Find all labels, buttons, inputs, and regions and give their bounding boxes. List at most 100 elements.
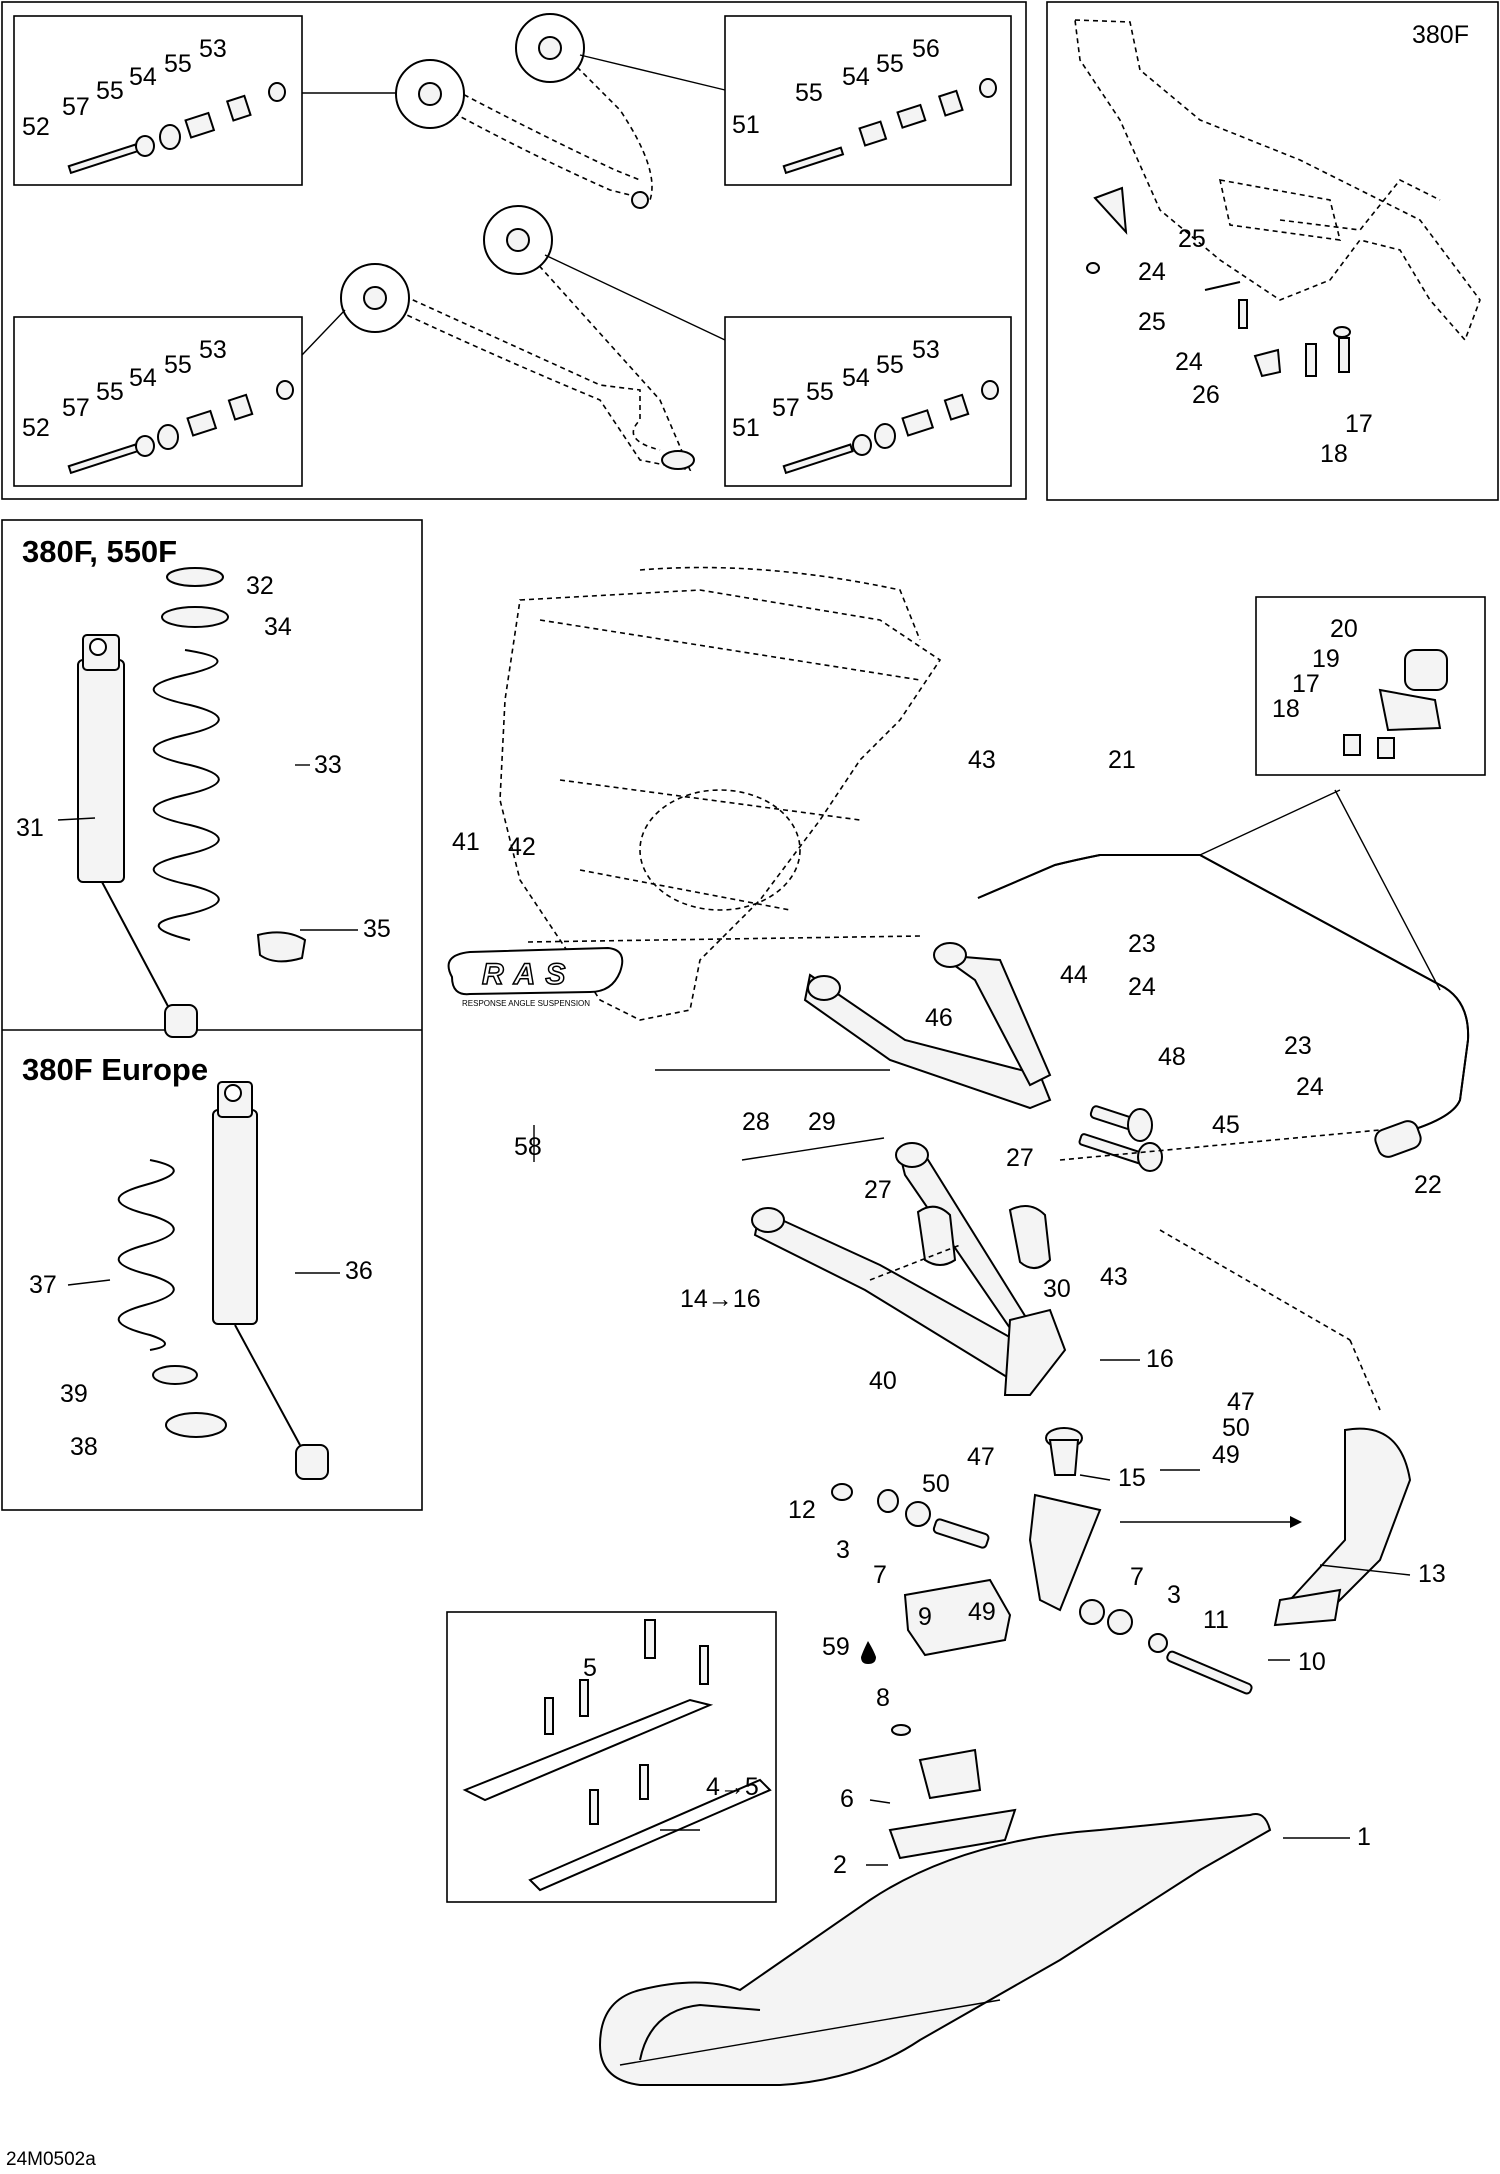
runner-illustration xyxy=(462,1619,772,1892)
callout-label: 7 xyxy=(1130,1563,1144,1591)
hardware-box-lower-left xyxy=(13,316,303,487)
callout-label: 17 xyxy=(1292,670,1320,698)
callout-label: 34 xyxy=(264,613,292,641)
callout-label: 24 xyxy=(1138,258,1166,286)
callout-label: 19 xyxy=(1312,645,1340,673)
callout-label: 55 xyxy=(876,351,904,379)
callout-label: 51 xyxy=(732,111,760,139)
callout-label: 13 xyxy=(1418,1560,1446,1588)
callouts-runners: 5 4→5 xyxy=(583,1654,759,1801)
callout-label: 40 xyxy=(869,1367,897,1395)
callout-label: 35 xyxy=(363,915,391,943)
callout-label: 48 xyxy=(1158,1043,1186,1071)
callout-label: 36 xyxy=(345,1257,373,1285)
spindle-hardware-illustration xyxy=(831,1483,1253,1695)
callout-label: 27 xyxy=(1006,1144,1034,1172)
callouts-frame-380f: 25 24 25 24 26 17 18 xyxy=(1138,225,1373,468)
steering-tie-rod-illustration xyxy=(1078,1133,1163,1172)
callout-label: 41 xyxy=(452,828,480,856)
callout-label: 58 xyxy=(514,1133,542,1161)
diagram-code: 24M0502a xyxy=(6,2149,96,2170)
lubricant-drop-icon xyxy=(861,1641,876,1664)
callout-label: 55 xyxy=(164,50,192,78)
callouts-box4: 53 55 54 55 57 51 xyxy=(732,336,940,442)
callout-label: 47 xyxy=(967,1443,995,1471)
callout-label: 31 xyxy=(16,814,44,842)
bracket-inset-frame xyxy=(1255,596,1486,776)
ball-joint-and-spindle-illustration xyxy=(1028,1427,1412,1627)
callout-label: 53 xyxy=(912,336,940,364)
callout-label: 16 xyxy=(1146,1345,1174,1373)
top-left-section-frame xyxy=(1,1,1027,500)
callout-label: 3 xyxy=(836,1536,850,1564)
callout-label: 20 xyxy=(1330,615,1358,643)
shock-380f-550f-illustration xyxy=(77,567,307,1038)
callouts-box1: 53 54 55 55 57 52 xyxy=(22,35,227,141)
callout-label: 4→5 xyxy=(706,1773,759,1801)
callout-label: 10 xyxy=(1298,1648,1326,1676)
callout-label: 54 xyxy=(129,364,157,392)
upper-control-arm-illustration xyxy=(803,942,1153,1142)
callout-label: 59 xyxy=(822,1633,850,1661)
top-right-section-frame xyxy=(1046,1,1499,501)
runner-inset-frame xyxy=(446,1611,777,1903)
ski-illustration xyxy=(598,1578,1272,2086)
callout-label: 22 xyxy=(1414,1171,1442,1199)
callout-label: 55 xyxy=(876,50,904,78)
callout-label: 55 xyxy=(96,77,124,105)
frame-380f-illustration xyxy=(1074,19,1481,378)
callout-label: 14→16 xyxy=(680,1285,761,1313)
callout-label: 53 xyxy=(199,35,227,63)
callout-label: 23 xyxy=(1128,930,1156,958)
callout-label: 43 xyxy=(1100,1263,1128,1291)
hardware-stack-lower-right xyxy=(782,380,999,475)
callout-label: 57 xyxy=(772,394,800,422)
callout-label: 47 xyxy=(1227,1388,1255,1416)
callout-label: 54 xyxy=(842,63,870,91)
callout-label: 8 xyxy=(876,1684,890,1712)
callout-label: 11 xyxy=(1203,1606,1229,1634)
callout-label: 43 xyxy=(968,746,996,774)
callout-label: 26 xyxy=(1192,381,1220,409)
ras-logo: RAS RESPONSE ANGLE SUSPENSION xyxy=(447,946,624,1008)
callout-label: 25 xyxy=(1138,308,1166,336)
hardware-box-upper-right xyxy=(724,15,1012,186)
a-arm-detail-connectors xyxy=(301,54,726,356)
callout-label: 2 xyxy=(833,1851,847,1879)
callout-label: 18 xyxy=(1320,440,1348,468)
callout-label: 55 xyxy=(806,378,834,406)
callouts-shock-b: 37 36 39 38 xyxy=(29,1257,373,1461)
callout-label: 5 xyxy=(583,1654,597,1682)
callout-label: 52 xyxy=(22,113,50,141)
callouts-box2: 56 55 54 55 51 xyxy=(732,35,940,139)
callouts-box3: 53 55 54 55 57 52 xyxy=(22,336,227,442)
callout-label: 54 xyxy=(842,364,870,392)
callout-label: 53 xyxy=(199,336,227,364)
callout-label: 51 xyxy=(732,414,760,442)
hardware-stack-lower-left xyxy=(67,380,294,475)
callout-label: 55 xyxy=(164,351,192,379)
callout-label: 57 xyxy=(62,93,90,121)
callout-label: 27 xyxy=(864,1176,892,1204)
callout-label: 24 xyxy=(1296,1073,1324,1101)
callout-label: 37 xyxy=(29,1271,57,1299)
title-shock-380f-europe: 380F Europe xyxy=(22,1052,208,1087)
callouts-bracket: 20 19 17 18 xyxy=(1272,615,1358,723)
main-assembly-leader-lines xyxy=(527,935,1381,1528)
callout-label: 55 xyxy=(795,79,823,107)
callout-label: 29 xyxy=(808,1108,836,1136)
callout-label: 52 xyxy=(22,414,50,442)
callout-label: 7 xyxy=(873,1561,887,1589)
callout-label: 39 xyxy=(60,1380,88,1408)
callout-label: 9 xyxy=(918,1603,932,1631)
callout-label: 33 xyxy=(314,751,342,779)
callout-label: 15 xyxy=(1118,1464,1146,1492)
lower-control-arm-illustration xyxy=(751,1142,1067,1396)
callouts-ski: 8 6 2 1 xyxy=(833,1684,1371,1879)
shock-380f-europe-illustration xyxy=(117,1081,329,1480)
upper-a-arm-illustration xyxy=(395,13,653,209)
callout-label: 30 xyxy=(1043,1275,1071,1303)
callout-label: 24 xyxy=(1128,973,1156,1001)
callout-label: 6 xyxy=(840,1785,854,1813)
